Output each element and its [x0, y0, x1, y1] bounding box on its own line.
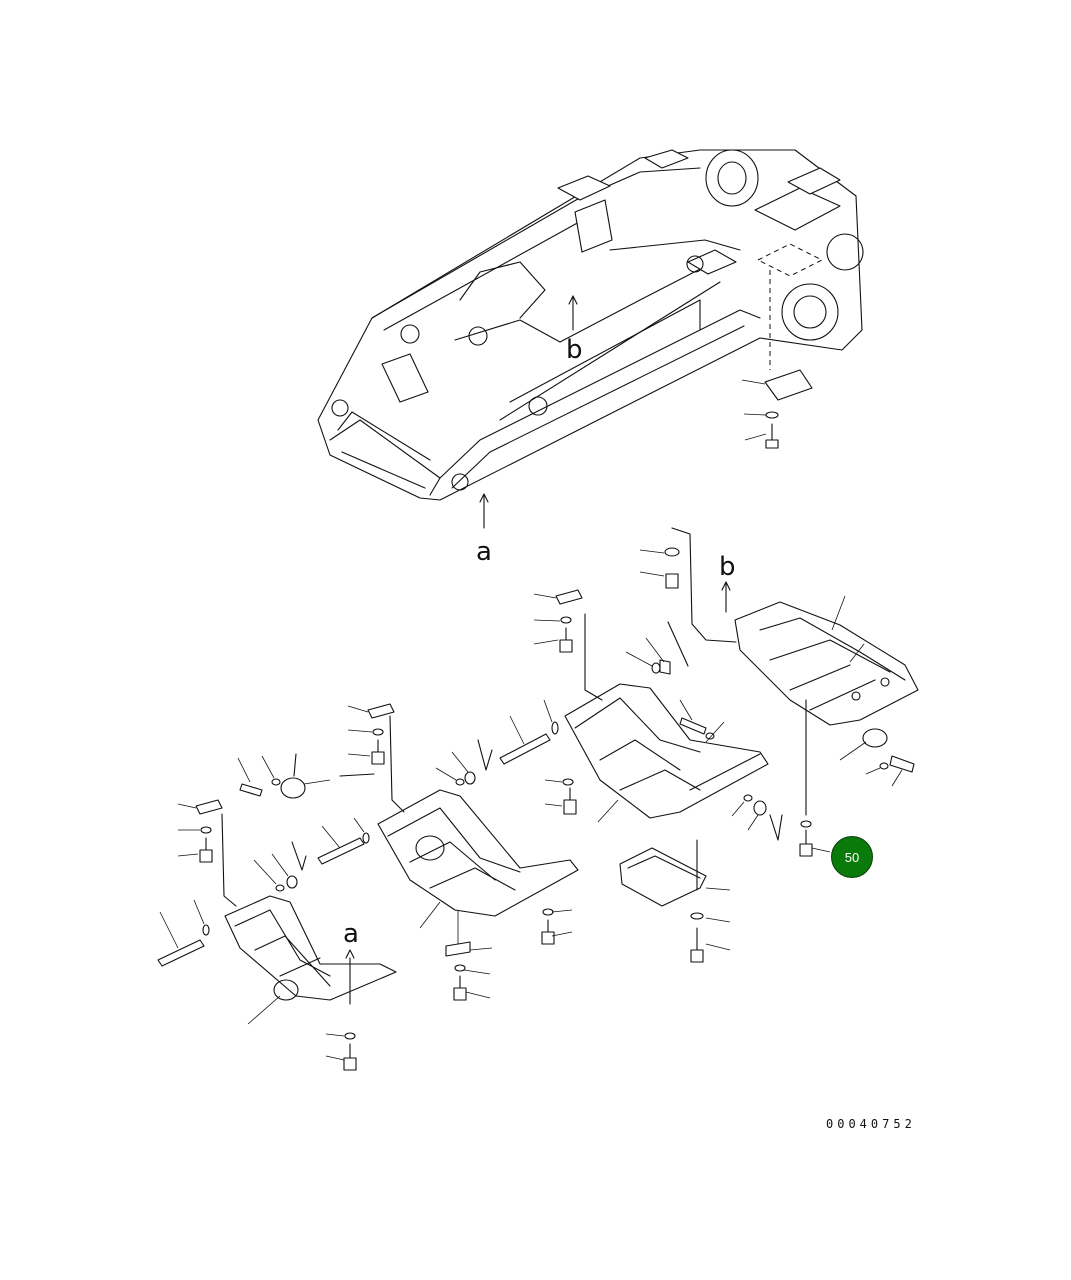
bracket-plate [619, 839, 731, 963]
view-label-b-top: b [566, 335, 583, 365]
guard-b: b [639, 527, 919, 857]
guard-a: a [157, 799, 397, 1071]
view-label-b-bottom: b [719, 552, 736, 582]
item-callout-50[interactable]: 50 [831, 836, 873, 878]
guard-middle-left [237, 703, 579, 1001]
document-number: 00040752 [826, 1117, 916, 1131]
track-frame-assembly: a b [317, 149, 864, 567]
view-label-a-bottom: a [343, 919, 359, 949]
guard-middle-right [499, 589, 783, 841]
view-label-a-top: a [476, 537, 492, 567]
